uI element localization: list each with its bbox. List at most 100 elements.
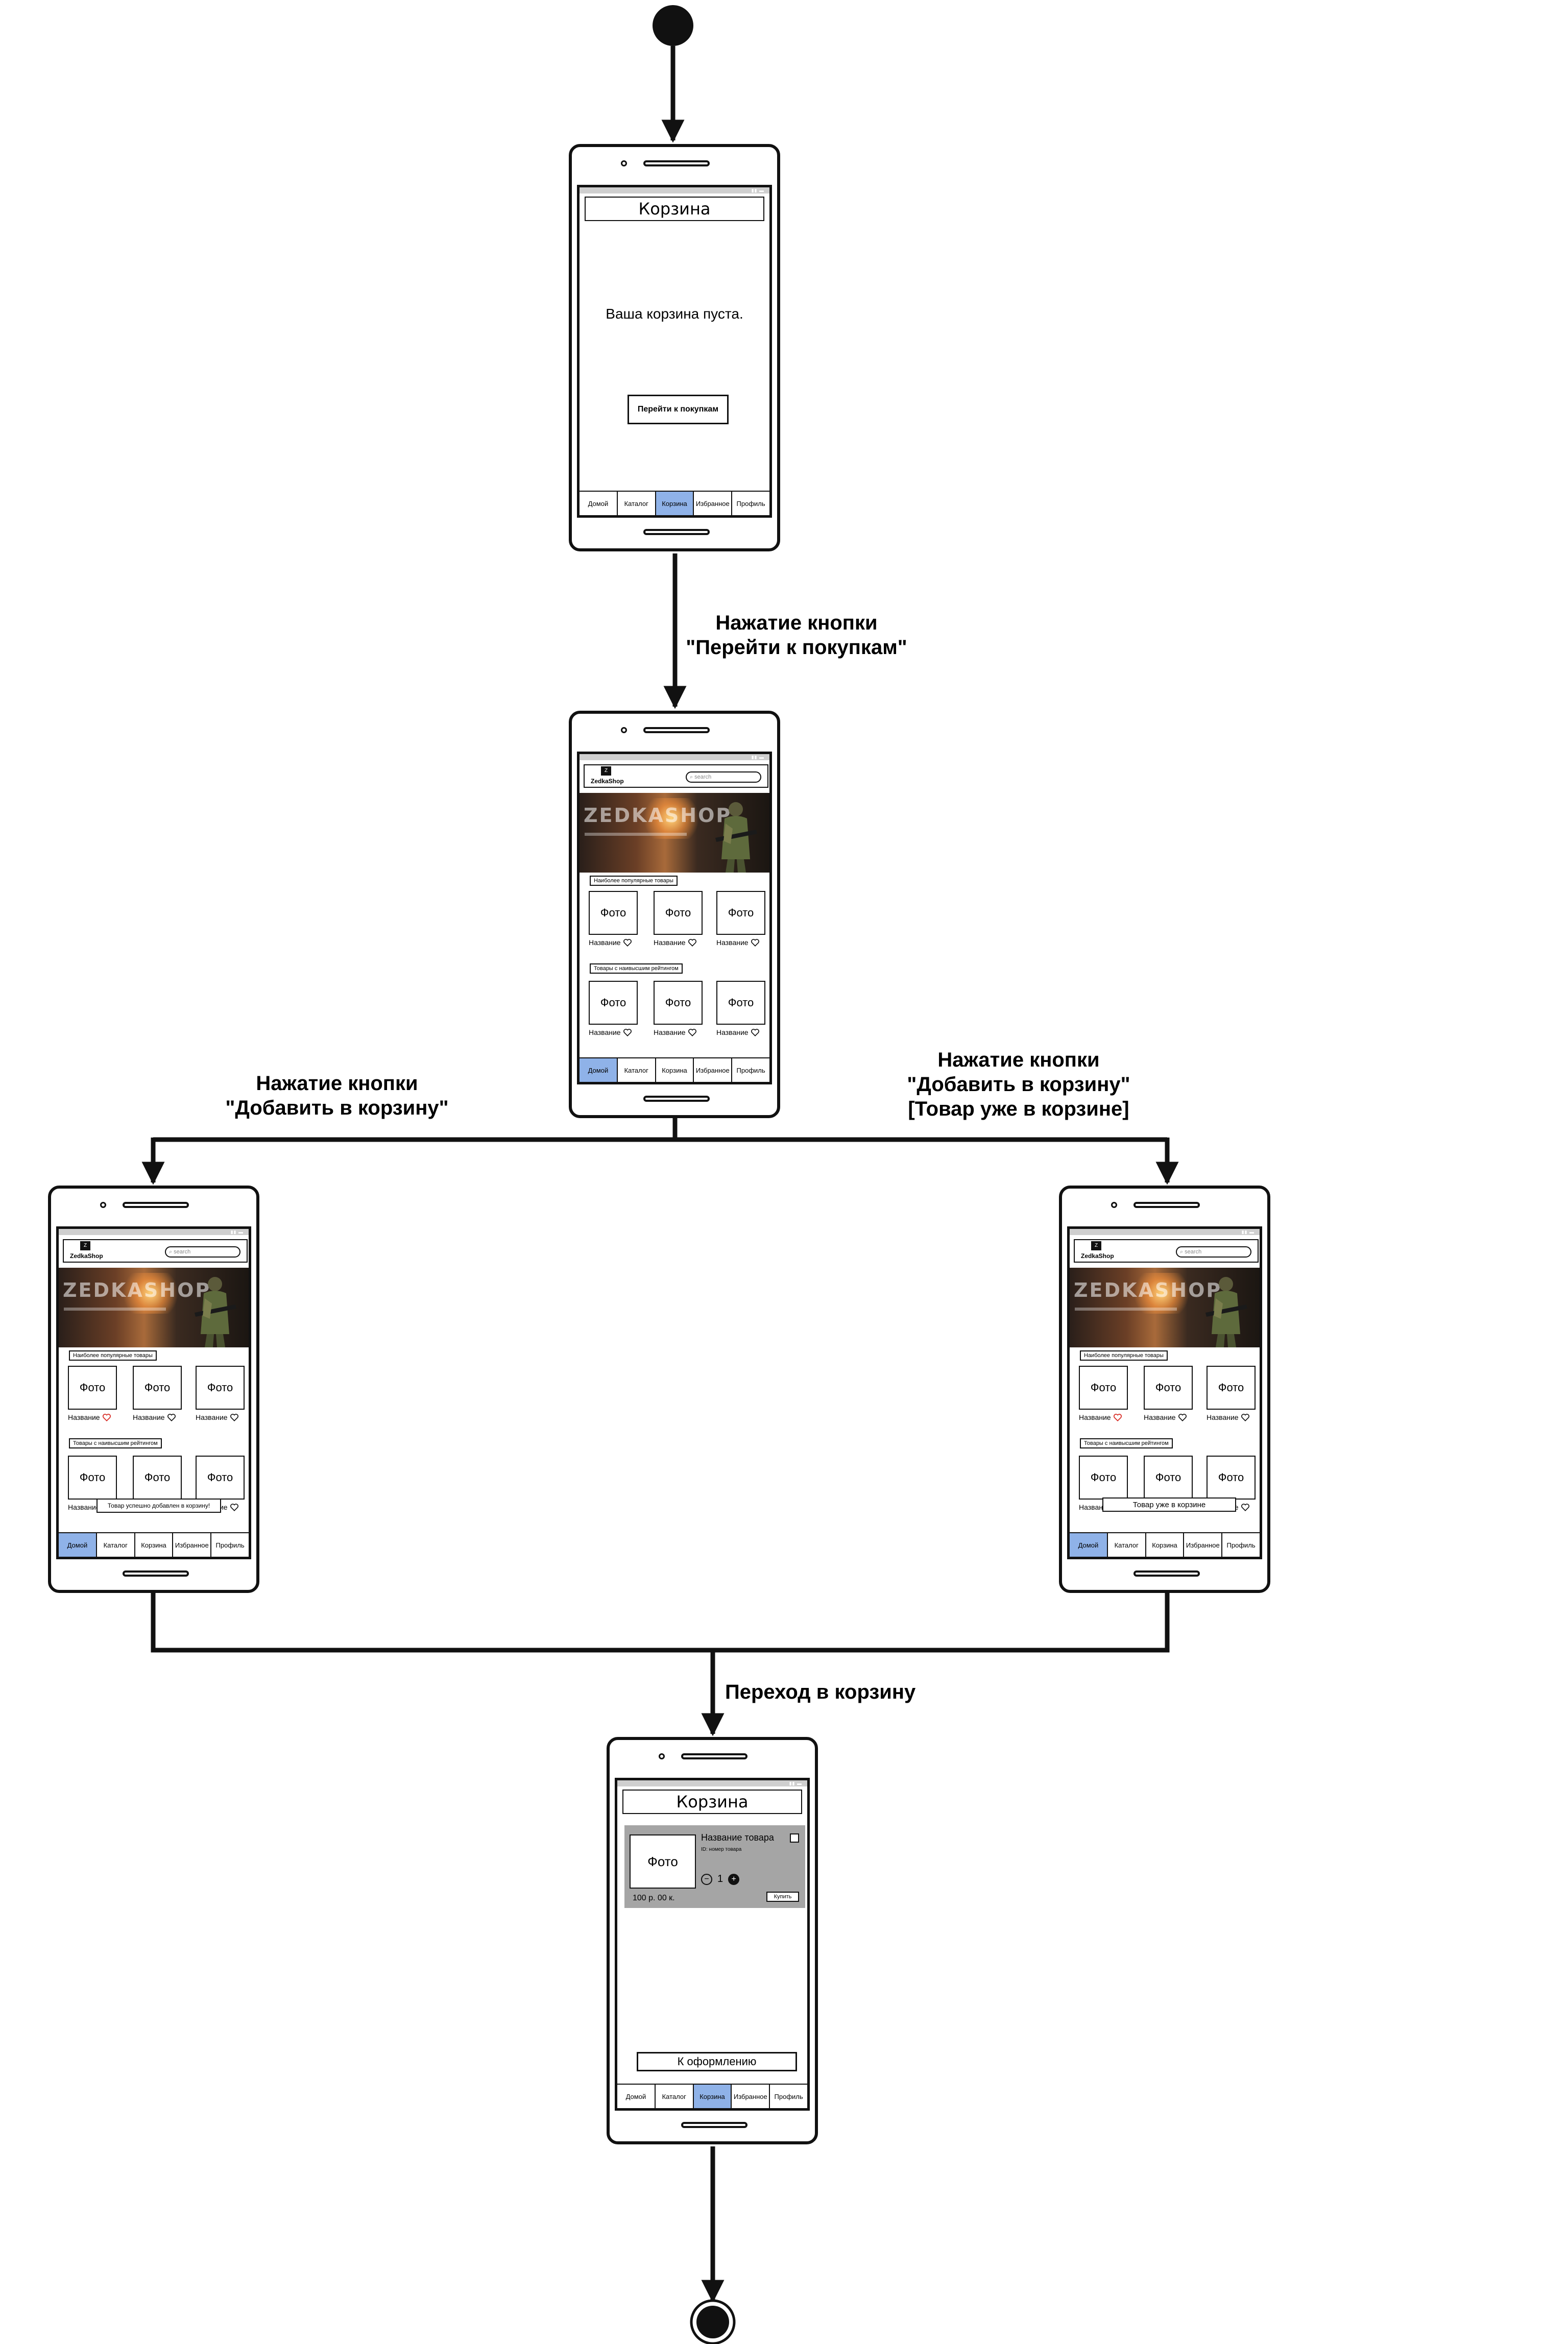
home-button-icon	[643, 1096, 710, 1102]
product-card[interactable]: Фото Название	[589, 891, 640, 947]
tab-catalog[interactable]: Каталог	[618, 1058, 656, 1082]
tab-cart[interactable]: Корзина	[693, 2085, 732, 2108]
product-photo: Фото	[1144, 1456, 1193, 1500]
heart-icon[interactable]	[1241, 1503, 1250, 1512]
heart-icon[interactable]	[230, 1413, 239, 1422]
tab-cart[interactable]: Корзина	[656, 492, 694, 515]
tab-cart[interactable]: Корзина	[656, 1058, 694, 1082]
product-card[interactable]: Фото Название	[589, 981, 640, 1037]
product-card[interactable]: Фото Название	[1144, 1366, 1195, 1422]
tab-cart[interactable]: Корзина	[1146, 1533, 1185, 1557]
plus-icon[interactable]: +	[728, 1873, 740, 1885]
product-card[interactable]: Фото Название	[716, 891, 767, 947]
product-photo: Фото	[1079, 1366, 1128, 1410]
tab-catalog[interactable]: Каталог	[97, 1533, 135, 1557]
section-rated-label: Товары с наивысшим рейтингом	[1080, 1438, 1173, 1448]
product-card[interactable]: Фото Название	[1207, 1366, 1258, 1422]
tab-favorites[interactable]: Избранное	[694, 492, 733, 515]
phone-item-exists: ▮▮ ▬ Z ZedkaShop ⌕search ZEDKASHOP Наибо…	[1059, 1186, 1270, 1593]
tab-favorites[interactable]: Избранное	[173, 1533, 212, 1557]
logo-icon: Z	[601, 766, 611, 776]
product-card[interactable]: Фото Название	[196, 1366, 247, 1422]
edge-label-already-in-cart: Нажатие кнопки "Добавить в корзину" [Тов…	[907, 1049, 1130, 1120]
initial-node	[653, 5, 693, 46]
product-name: Название	[68, 1503, 100, 1511]
product-card[interactable]: Фото Название	[196, 1456, 247, 1512]
heart-icon[interactable]	[1241, 1413, 1250, 1422]
product-card[interactable]: Фото Название	[716, 981, 767, 1037]
product-photo: Фото	[196, 1366, 245, 1410]
tab-cart[interactable]: Корзина	[135, 1533, 174, 1557]
section-popular-label: Наиболее популярные товары	[1080, 1350, 1168, 1361]
hero-banner: ZEDKASHOP	[1070, 1268, 1260, 1347]
tab-catalog[interactable]: Каталог	[1108, 1533, 1146, 1557]
search-icon: ⌕	[690, 774, 693, 780]
brand-name: ZedkaShop	[70, 1252, 103, 1260]
heart-icon[interactable]	[751, 938, 760, 947]
edge-label-go-to-cart: Переход в корзину	[725, 1681, 916, 1703]
search-input[interactable]: ⌕search	[686, 771, 761, 783]
heart-icon-liked[interactable]	[1113, 1413, 1122, 1422]
cart-item-name: Название товара	[701, 1832, 774, 1843]
screen-empty-cart: ▮▮ ▬ Корзина Ваша корзина пуста. Перейти…	[577, 185, 772, 518]
checkout-button[interactable]: К оформлению	[637, 2052, 797, 2071]
product-photo: Фото	[1207, 1456, 1256, 1500]
product-card[interactable]: Фото Название	[133, 1366, 184, 1422]
tab-home[interactable]: Домой	[1070, 1533, 1108, 1557]
go-shopping-button[interactable]: Перейти к покупкам	[628, 395, 729, 424]
product-photo: Фото	[68, 1366, 117, 1410]
edge-home-branch	[153, 1118, 1167, 1142]
heart-icon[interactable]	[751, 1028, 760, 1037]
product-card[interactable]: Фото Название	[1207, 1456, 1258, 1512]
quantity-value: 1	[717, 1873, 723, 1884]
camera-icon	[1111, 1202, 1117, 1208]
remove-item-icon[interactable]	[790, 1833, 799, 1843]
tab-catalog[interactable]: Каталог	[656, 2085, 694, 2108]
edge-merge	[151, 1593, 1170, 1653]
buy-button[interactable]: Купить	[766, 1892, 799, 1902]
tab-favorites[interactable]: Избранное	[1184, 1533, 1223, 1557]
tab-home[interactable]: Домой	[617, 2085, 656, 2108]
heart-icon[interactable]	[167, 1413, 176, 1422]
product-card[interactable]: Фото Название	[68, 1366, 119, 1422]
banner-text: ZEDKASHOP	[584, 804, 732, 827]
heart-icon[interactable]	[688, 1028, 697, 1037]
section-rated-label: Товары с наивысшим рейтингом	[590, 963, 683, 974]
product-name: Название	[716, 938, 749, 947]
heart-icon[interactable]	[230, 1503, 239, 1512]
product-card[interactable]: Фото Название	[1079, 1456, 1130, 1512]
tab-home[interactable]: Домой	[580, 1058, 618, 1082]
product-card[interactable]: Фото Название	[654, 891, 705, 947]
heart-icon[interactable]	[1178, 1413, 1187, 1422]
product-card[interactable]: Фото Название	[68, 1456, 119, 1512]
cart-item-photo: Фото	[630, 1834, 696, 1889]
tab-favorites[interactable]: Избранное	[694, 1058, 733, 1082]
product-card[interactable]: Фото Название	[1079, 1366, 1130, 1422]
tab-favorites[interactable]: Избранное	[732, 2085, 770, 2108]
heart-icon[interactable]	[623, 1028, 632, 1037]
camera-icon	[659, 1753, 665, 1759]
product-photo: Фото	[133, 1456, 182, 1500]
tab-home[interactable]: Домой	[580, 492, 618, 515]
tab-profile[interactable]: Профиль	[774, 2092, 803, 2100]
heart-icon[interactable]	[623, 938, 632, 947]
heart-icon[interactable]	[688, 938, 697, 947]
tab-profile[interactable]: Профиль	[215, 1541, 245, 1549]
cart-item-price: 100 р. 00 к.	[633, 1894, 675, 1902]
product-name: Название	[196, 1413, 228, 1421]
cart-item: Фото Название товара ID: номер товара − …	[624, 1825, 805, 1908]
minus-icon[interactable]: −	[701, 1873, 712, 1885]
app-header: Z ZedkaShop ⌕search	[1074, 1239, 1259, 1263]
search-input[interactable]: ⌕search	[165, 1246, 240, 1258]
home-button-icon	[643, 529, 710, 535]
tab-catalog[interactable]: Каталог	[618, 492, 656, 515]
tab-profile[interactable]: Профиль	[1226, 1541, 1256, 1549]
camera-icon	[100, 1202, 106, 1208]
tab-profile[interactable]: Профиль	[736, 499, 765, 508]
product-card[interactable]: Фото Название	[654, 981, 705, 1037]
heart-icon-liked[interactable]	[102, 1413, 111, 1422]
tab-home[interactable]: Домой	[59, 1533, 97, 1557]
tab-profile[interactable]: Профиль	[736, 1066, 765, 1074]
product-name: Название	[1144, 1413, 1176, 1421]
search-input[interactable]: ⌕search	[1176, 1246, 1251, 1258]
